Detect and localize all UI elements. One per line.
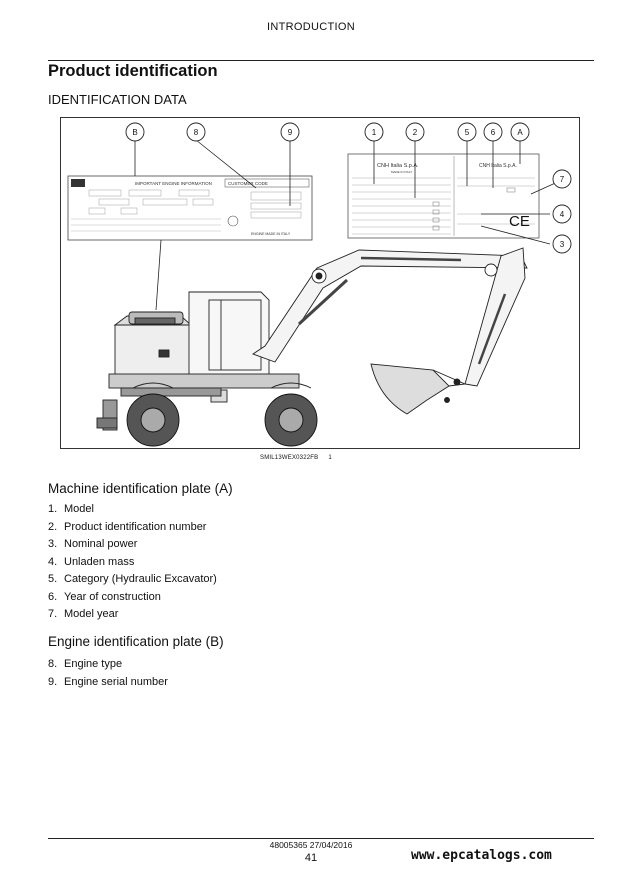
machine-plate-brand-right: CNH Italia S.p.A.: [479, 163, 517, 169]
callout-markers: B 8 9 1 2 5 6 A 7 4 3: [125, 122, 572, 254]
footer-doc-reference: 48005365 27/04/2016: [269, 840, 353, 850]
list-item: 8.Engine type: [48, 658, 123, 670]
callout-leaders: [134, 139, 563, 311]
engine-plate-title: IMPORTANT ENGINE INFORMATION: [135, 181, 212, 186]
page-number: 41: [304, 852, 318, 864]
engine-plate-customer-code: CUSTOMER CODE: [228, 181, 268, 186]
callout-5: 5: [465, 128, 470, 137]
callout-b: B: [132, 128, 137, 137]
engine-plate-list: 8.Engine type 9.Engine serial number: [48, 656, 168, 691]
machine-plate-brand: CNH Italia S.p.A.: [377, 163, 419, 169]
figure-caption-number: 1: [328, 455, 332, 461]
callout-3: 3: [560, 240, 565, 249]
section-subtitle: IDENTIFICATION DATA: [48, 92, 187, 107]
list-item: 5.Category (Hydraulic Excavator): [48, 573, 217, 585]
engine-plate-heading: Engine identification plate (B): [48, 634, 224, 649]
list-item: 4.Unladen mass: [48, 555, 135, 568]
callout-a: A: [517, 128, 523, 137]
engine-identification-plate: IMPORTANT ENGINE INFORMATION CUSTOMER CO…: [67, 175, 313, 241]
excavator-machine: [96, 247, 528, 447]
machine-plate-list: 1.Model 2.Product identification number …: [48, 501, 217, 624]
machine-plate-heading: Machine identification plate (A): [48, 481, 233, 496]
list-item: 3.Nominal power: [48, 538, 138, 550]
section-title: Product identification: [48, 62, 218, 80]
figure-caption: SMIL13WEX0322FB 1: [260, 455, 332, 461]
ce-mark-icon: CE: [509, 213, 530, 230]
list-item: 2.Product identification number: [48, 520, 207, 533]
engine-plate-made-in: ENGINE MADE IN ITALY: [251, 232, 291, 236]
identification-figure: IMPORTANT ENGINE INFORMATION CUSTOMER CO…: [60, 117, 580, 449]
callout-4: 4: [560, 210, 565, 219]
machine-identification-plate: CNH Italia S.p.A. MADE IN ITALY CNH Ital…: [347, 153, 540, 239]
list-item: 6.Year of construction: [48, 590, 161, 603]
callout-6: 6: [491, 128, 496, 137]
page-header: INTRODUCTION: [267, 21, 355, 33]
figure-caption-code: SMIL13WEX0322FB: [260, 455, 319, 461]
list-item: 1.Model: [48, 503, 94, 515]
callout-2: 2: [413, 128, 418, 137]
machine-plate-made-in: MADE IN ITALY: [391, 170, 412, 174]
list-item: 7.Model year: [48, 608, 119, 620]
callout-9: 9: [288, 128, 293, 137]
header-rule: [48, 60, 594, 61]
callout-7: 7: [560, 175, 565, 184]
list-item: 9.Engine serial number: [48, 675, 168, 688]
callout-1: 1: [372, 128, 377, 137]
excavator-illustration: IMPORTANT ENGINE INFORMATION CUSTOMER CO…: [67, 122, 572, 447]
callout-8: 8: [194, 128, 199, 137]
footer-rule: [48, 838, 594, 839]
watermark: www.epcatalogs.com: [411, 848, 552, 863]
